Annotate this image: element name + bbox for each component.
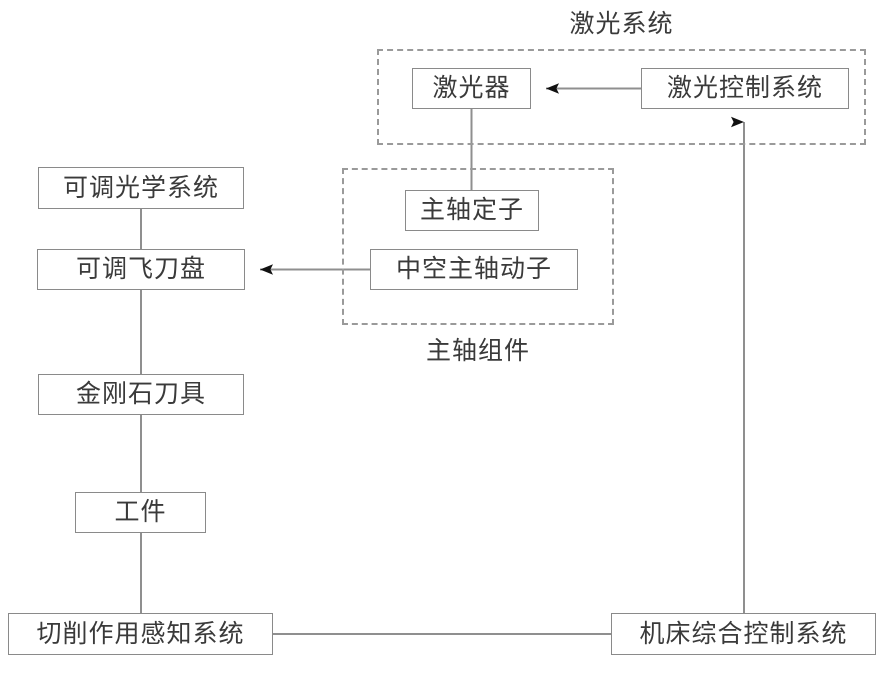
node-hollow-spindle-rotor[interactable]: 中空主轴动子 (370, 249, 578, 290)
node-laser[interactable]: 激光器 (412, 68, 531, 109)
node-adjustable-optical-system[interactable]: 可调光学系统 (38, 167, 244, 209)
node-cutting-sensing-system[interactable]: 切削作用感知系统 (8, 613, 273, 655)
node-workpiece[interactable]: 工件 (75, 492, 206, 533)
node-laser-control-system[interactable]: 激光控制系统 (641, 68, 849, 109)
group-laser-system (377, 49, 866, 145)
node-spindle-stator[interactable]: 主轴定子 (405, 190, 539, 231)
node-adjustable-fly-cutter-disc[interactable]: 可调飞刀盘 (37, 249, 245, 290)
group-spindle-assembly (342, 168, 614, 325)
group-label-spindle-assembly: 主轴组件 (425, 338, 531, 365)
group-label-laser-system: 激光系统 (569, 11, 674, 38)
node-machine-control-system[interactable]: 机床综合控制系统 (611, 613, 876, 655)
node-diamond-tool[interactable]: 金刚石刀具 (38, 374, 244, 415)
